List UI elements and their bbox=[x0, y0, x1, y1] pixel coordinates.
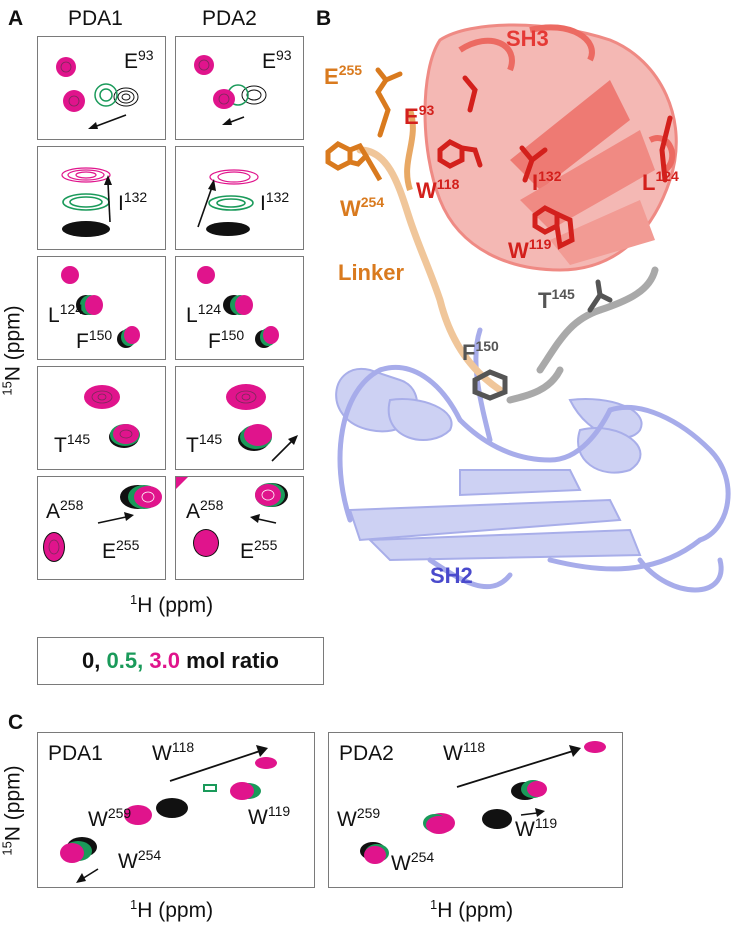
residue-t145-pda1: T145 bbox=[54, 431, 91, 457]
spectrum-box-e93-pda2: E93 bbox=[175, 36, 304, 140]
w254-sidechain bbox=[325, 141, 383, 182]
l124-f150-pda1-peaks bbox=[61, 266, 140, 348]
l124-f150-pda2-peaks bbox=[197, 266, 279, 348]
e93-pda1-peaks bbox=[56, 57, 139, 129]
trp-w259-pda2: W259 bbox=[337, 805, 381, 831]
spectrum-box-t145-pda2: T145 bbox=[175, 366, 304, 470]
label-f150: F150 bbox=[462, 338, 499, 365]
sh3-sidechains bbox=[437, 75, 673, 250]
e255-sidechain bbox=[375, 67, 403, 138]
a258-e255-pda1-peaks bbox=[43, 485, 162, 562]
panel-label-a: A bbox=[8, 7, 24, 30]
trp-pda1-peaks bbox=[60, 745, 277, 883]
tryptophan-spectrum-pda1: PDA1 W118 W119 W259 W254 bbox=[37, 732, 315, 888]
residue-t145-pda2: T145 bbox=[186, 431, 223, 457]
trp-w118-pda1: W118 bbox=[152, 739, 195, 765]
residue-e93-pda2: E93 bbox=[262, 47, 292, 73]
panel-c-title-pda1: PDA1 bbox=[48, 742, 103, 765]
i132-pda2-peaks bbox=[197, 169, 259, 236]
spectrum-box-a258-e255-pda2: A258 E255 bbox=[175, 476, 304, 580]
t145-pda2-peaks bbox=[226, 384, 298, 462]
hinge-region bbox=[506, 266, 659, 404]
label-linker: Linker bbox=[338, 260, 405, 285]
spectrum-box-e93-pda1: E93 bbox=[37, 36, 166, 140]
label-e255: E255 bbox=[324, 62, 363, 89]
residue-a258-pda1: A258 bbox=[46, 497, 84, 523]
trp-w119-pda1: W119 bbox=[248, 803, 291, 829]
sh2-domain bbox=[335, 367, 643, 562]
label-sh2: SH2 bbox=[430, 563, 473, 588]
legend-ratio-0-5: 0.5, bbox=[106, 648, 144, 673]
residue-l124-pda1: L124 bbox=[48, 301, 84, 327]
linker-upper bbox=[404, 109, 416, 191]
label-sh3: SH3 bbox=[506, 26, 549, 51]
panel-c-y-axis-label: 15N (ppm) bbox=[0, 765, 25, 856]
panel-label-c: C bbox=[8, 711, 24, 734]
label-l124: L124 bbox=[642, 168, 679, 195]
panel-c-title-pda2: PDA2 bbox=[339, 742, 394, 765]
panel-c-x-axis-label-pda2: 1H (ppm) bbox=[430, 897, 514, 922]
mol-ratio-legend: 0, 0.5, 3.0 mol ratio bbox=[37, 637, 324, 685]
trp-pda2-peaks bbox=[360, 741, 606, 864]
panel-c-x-axis-label-pda1: 1H (ppm) bbox=[130, 897, 214, 922]
trp-w259-pda1: W259 bbox=[88, 805, 132, 831]
legend-ratio-0: 0, bbox=[82, 648, 101, 673]
label-w119: W119 bbox=[508, 236, 552, 263]
spectrum-box-l124-f150-pda2: L124 F150 bbox=[175, 256, 304, 360]
sh3-domain bbox=[423, 23, 678, 272]
trp-w254-pda2: W254 bbox=[391, 849, 435, 875]
panel-label-b: B bbox=[316, 7, 332, 30]
spectrum-box-i132-pda2: I132 bbox=[175, 146, 304, 250]
legend-ratio-3-0: 3.0 bbox=[149, 648, 180, 673]
residue-i132-pda1: I132 bbox=[118, 189, 148, 215]
trp-w118-pda2: W118 bbox=[443, 739, 486, 765]
sh2-loops bbox=[337, 327, 731, 593]
tryptophan-spectrum-pda2: PDA2 W118 W119 W259 W254 bbox=[328, 732, 623, 888]
residue-e93-pda1: E93 bbox=[124, 47, 154, 73]
trp-w254-pda1: W254 bbox=[118, 847, 162, 873]
residue-l124-pda2: L124 bbox=[186, 301, 222, 327]
protein-structure-cartoon bbox=[325, 23, 731, 593]
column-title-pda2: PDA2 bbox=[202, 7, 257, 30]
panel-a-y-axis-label: 15N (ppm) bbox=[0, 305, 25, 396]
residue-e255-pda1: E255 bbox=[102, 537, 140, 563]
spectrum-box-l124-f150-pda1: L124 F150 bbox=[37, 256, 166, 360]
residue-f150-pda1: F150 bbox=[76, 327, 113, 353]
spectrum-box-a258-e255-pda1: A258 E255 bbox=[37, 476, 166, 580]
i132-pda1-peaks bbox=[61, 167, 112, 237]
panel-a-x-axis-label: 1H (ppm) bbox=[130, 592, 214, 617]
spectrum-box-t145-pda1: T145 bbox=[37, 366, 166, 470]
residue-i132-pda2: I132 bbox=[260, 189, 290, 215]
spectrum-box-i132-pda1: I132 bbox=[37, 146, 166, 250]
e93-pda2-peaks bbox=[194, 55, 267, 125]
label-i132: I132 bbox=[532, 168, 562, 195]
label-e93: E93 bbox=[404, 102, 435, 129]
label-t145: T145 bbox=[538, 286, 575, 313]
t145-pda1-peaks bbox=[84, 385, 140, 448]
residue-e255-pda2: E255 bbox=[240, 537, 278, 563]
gray-sidechains bbox=[472, 279, 613, 401]
label-w118: W118 bbox=[416, 176, 460, 203]
label-w254: W254 bbox=[340, 194, 385, 221]
a258-e255-pda2-peaks bbox=[176, 477, 288, 557]
residue-a258-pda2: A258 bbox=[186, 497, 224, 523]
legend-suffix: mol ratio bbox=[186, 648, 279, 673]
residue-f150-pda2: F150 bbox=[208, 327, 245, 353]
linker-region bbox=[356, 146, 504, 394]
trp-w119-pda2: W119 bbox=[515, 815, 558, 841]
column-title-pda1: PDA1 bbox=[68, 7, 123, 30]
